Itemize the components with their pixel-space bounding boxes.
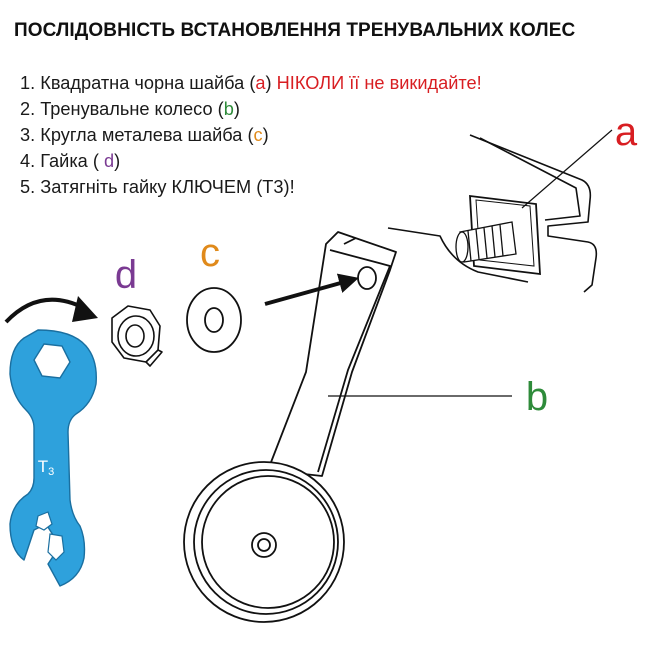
- diagram-title: ПОСЛІДОВНІСТЬ ВСТАНОВЛЕННЯ ТРЕНУВАЛЬНИХ …: [14, 20, 576, 41]
- wrench-t3: [9, 329, 97, 587]
- label-d: d: [115, 253, 137, 297]
- rotation-arrow-icon: [4, 296, 98, 324]
- leader-a: [521, 129, 613, 209]
- label-b: b: [526, 375, 548, 419]
- step-2-letter: b: [223, 99, 234, 119]
- step-3-letter: c: [253, 125, 263, 145]
- step-3: 3. Кругла металева шайба (c): [20, 125, 269, 145]
- bike-frame-dropout: [387, 134, 598, 293]
- step-4-letter: d: [103, 151, 115, 171]
- step-1: 1. Квадратна чорна шайба (a) НІКОЛИ її н…: [20, 73, 482, 93]
- label-a: a: [615, 110, 638, 154]
- training-wheel-b: [183, 231, 397, 623]
- axle-bolt: [455, 221, 517, 263]
- step-1-warning: НІКОЛИ її не викидайте!: [276, 73, 482, 93]
- hex-nut-d: [111, 305, 163, 367]
- step-2: 2. Тренувальне колесо (b): [20, 99, 240, 119]
- wrench-label: T3: [38, 457, 55, 478]
- step-1-letter: a: [255, 73, 266, 93]
- step-4: 4. Гайка ( d): [20, 151, 121, 171]
- instruction-list: 1. Квадратна чорна шайба (a) НІКОЛИ її н…: [20, 70, 482, 200]
- label-c: c: [200, 231, 220, 275]
- insertion-arrow: [264, 273, 359, 306]
- round-washer-c: [186, 287, 242, 353]
- step-5: 5. Затягніть гайку КЛЮЧЕМ (Т3)!: [20, 177, 295, 197]
